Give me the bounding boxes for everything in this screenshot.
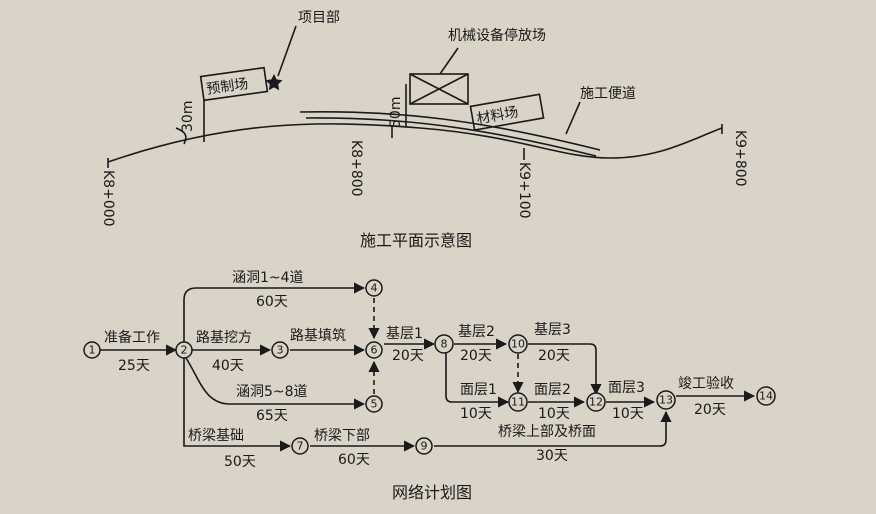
activity-name-excavation: 路基挖方	[196, 329, 252, 346]
activity-name-surface-2: 面层2	[534, 382, 571, 398]
activity-name-bridge-substructure: 桥梁下部	[314, 428, 370, 444]
edge-9-13	[434, 410, 672, 447]
node-5: 5	[365, 395, 383, 413]
node-13: 13	[656, 390, 676, 410]
edge-2-5	[185, 357, 366, 410]
svg-text:3: 3	[277, 344, 284, 357]
project-dept-label: 项目部	[298, 10, 340, 26]
material-yard: 材料场	[469, 93, 545, 131]
activity-duration-base-2: 20天	[460, 348, 492, 364]
site-plan: K8+000 K8+800 K9+100 K9+800 预制场 项目部 30m …	[100, 10, 748, 250]
svg-text:11: 11	[511, 396, 525, 409]
road-alignment	[107, 123, 723, 163]
edge-2-4	[183, 282, 366, 342]
material-yard-box	[469, 93, 545, 131]
node-9: 9	[415, 437, 433, 455]
activity-name-acceptance: 竣工验收	[678, 376, 734, 392]
activity-name-culvert-5-8: 涵洞5~8道	[236, 384, 308, 400]
dim-precast-hook	[175, 127, 187, 145]
access-road-line-2	[305, 117, 597, 157]
svg-text:7: 7	[297, 440, 304, 453]
activity-name-base-1: 基层1	[386, 325, 423, 342]
equipment-yard: 机械设备停放场	[409, 27, 546, 105]
activity-duration-bridge-substructure: 60天	[338, 452, 370, 468]
equipment-yard-label: 机械设备停放场	[448, 27, 546, 44]
precast-yard-label: 预制场	[205, 76, 249, 98]
svg-text:12: 12	[589, 396, 603, 409]
node-14: 14	[756, 386, 776, 406]
node-3: 3	[271, 341, 289, 359]
dim-material-label: 50m	[388, 97, 404, 128]
node-1: 1	[83, 341, 101, 359]
svg-text:1: 1	[89, 344, 96, 357]
svg-text:13: 13	[659, 394, 673, 407]
dim-precast-label: 30m	[180, 101, 196, 132]
station-label-k9100: K9+100	[516, 162, 532, 219]
activity-name-bridge-superstructure: 桥梁上部及桥面	[498, 424, 596, 440]
equipment-yard-cross-2	[409, 73, 469, 105]
activity-name-fill: 路基填筑	[290, 327, 346, 344]
project-dept-leader	[277, 25, 297, 77]
activity-name-surface-3: 面层3	[608, 380, 645, 396]
svg-text:2: 2	[181, 344, 188, 357]
activity-duration-surface-1: 10天	[460, 406, 492, 422]
svg-text:4: 4	[371, 282, 378, 295]
activity-name-surface-1: 面层1	[460, 382, 497, 398]
activity-name-bridge-foundation: 桥梁基础	[188, 427, 244, 444]
activity-duration-prep: 25天	[118, 358, 150, 374]
activity-name-base-2: 基层2	[458, 323, 495, 340]
node-6: 6	[365, 341, 383, 359]
svg-text:6: 6	[371, 344, 378, 357]
access-road-line-1	[299, 110, 601, 151]
network-caption: 网络计划图	[392, 483, 472, 502]
activity-name-base-3: 基层3	[534, 321, 571, 338]
site-plan-caption: 施工平面示意图	[360, 231, 472, 250]
node-12: 12	[586, 392, 606, 412]
station-label-k9800: K9+800	[732, 130, 748, 187]
station-label-k8000: K8+000	[100, 170, 116, 227]
access-road-leader	[565, 101, 581, 135]
activity-duration-culvert-1-4: 60天	[256, 294, 288, 310]
project-dept-star-icon	[265, 74, 283, 91]
station-label-k8800: K8+800	[348, 140, 364, 197]
equipment-yard-leader	[439, 47, 459, 75]
activity-duration-excavation: 40天	[212, 358, 244, 374]
activity-name-culvert-1-4: 涵洞1~4道	[232, 270, 304, 286]
precast-yard: 预制场	[199, 66, 269, 102]
network-diagram: 1 2 3 4 5 6 7 8 9 10 11 12 13 14 准备工作 25…	[83, 270, 776, 502]
node-7: 7	[291, 437, 309, 455]
activity-duration-surface-2: 10天	[538, 406, 570, 422]
node-8: 8	[434, 334, 454, 354]
activity-duration-surface-3: 10天	[612, 406, 644, 422]
activity-duration-base-3: 20天	[538, 348, 570, 364]
equipment-yard-box	[409, 73, 469, 105]
svg-text:14: 14	[759, 390, 773, 403]
svg-text:9: 9	[421, 440, 428, 453]
activity-duration-bridge-foundation: 50天	[224, 454, 256, 470]
svg-text:5: 5	[371, 398, 378, 411]
activity-duration-bridge-superstructure: 30天	[536, 448, 568, 464]
node-2: 2	[175, 341, 193, 359]
node-4: 4	[365, 279, 383, 297]
access-road-label: 施工便道	[580, 86, 636, 102]
activity-name-prep: 准备工作	[104, 329, 160, 346]
node-11: 11	[508, 392, 528, 412]
edge-8-11	[445, 352, 510, 408]
edge-2-7	[183, 358, 292, 452]
svg-text:10: 10	[511, 338, 525, 351]
material-yard-label: 材料场	[475, 104, 519, 127]
activity-duration-acceptance: 20天	[694, 402, 726, 418]
node-10: 10	[508, 334, 528, 354]
activity-duration-base-1: 20天	[392, 348, 424, 364]
activity-duration-culvert-5-8: 65天	[256, 408, 288, 424]
precast-yard-box	[199, 66, 269, 102]
svg-text:8: 8	[441, 338, 448, 351]
edge-10-12	[528, 343, 602, 396]
